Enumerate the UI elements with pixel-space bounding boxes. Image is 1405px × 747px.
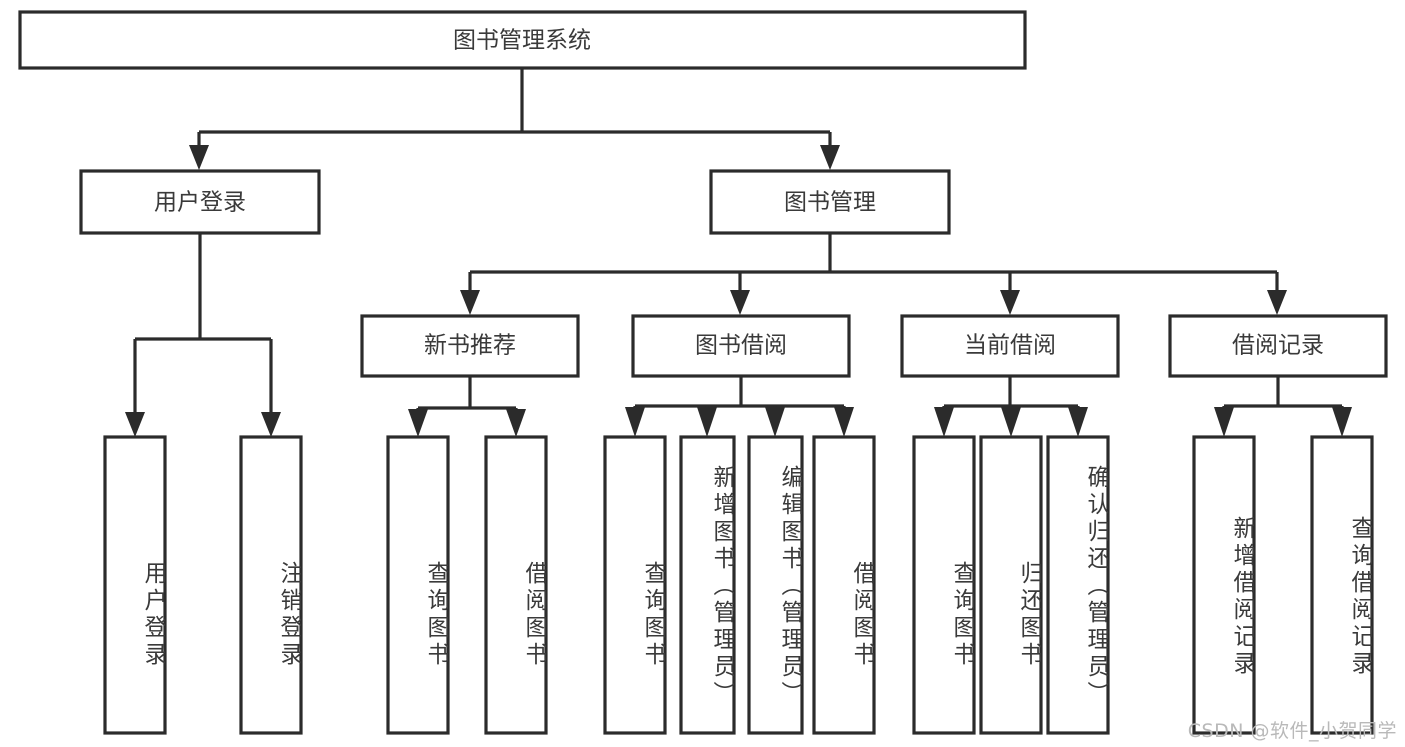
node-user-login[interactable]: 用户登录 <box>79 169 321 235</box>
arrow-head-leaf-cb1 <box>934 407 954 437</box>
node-current-borrow[interactable]: 当前借阅 <box>900 314 1120 378</box>
edge-book-borrow-to-leaves <box>625 376 854 437</box>
root-label: 图书管理系统 <box>453 28 591 54</box>
leaf-box-nb-query-book[interactable] <box>386 435 450 735</box>
leaf-box-bb-borrow-book[interactable] <box>812 435 876 735</box>
root-box[interactable] <box>18 10 1027 70</box>
edge-book-manage-to-level3 <box>460 233 1287 315</box>
current-borrow-label: 当前借阅 <box>964 333 1056 359</box>
arrow-head-leaf-bb3 <box>765 407 785 437</box>
arrow-head-leaf-nb1 <box>408 409 428 437</box>
leaf-box-bb-add-book[interactable] <box>679 435 736 735</box>
book-borrow-label: 图书借阅 <box>695 333 787 359</box>
current-borrow-box[interactable] <box>900 314 1120 378</box>
arrow-head-borrow-record <box>1267 290 1287 315</box>
arrow-head-leaf-bb1 <box>625 407 645 437</box>
node-borrow-record[interactable]: 借阅记录 <box>1168 314 1388 378</box>
edge-borrow-record-to-leaves <box>1214 376 1352 437</box>
leaf-box-br-add-record[interactable] <box>1192 435 1256 735</box>
node-root[interactable]: 图书管理系统 <box>18 10 1027 70</box>
user-login-box[interactable] <box>79 169 321 235</box>
arrow-head-user-login <box>189 145 209 170</box>
arrow-head-leaf-user-login <box>125 412 145 437</box>
user-login-label: 用户登录 <box>154 190 246 216</box>
leaf-box-bb-query-book[interactable] <box>603 435 667 735</box>
edge-user-login-to-leaves <box>125 233 281 437</box>
new-book-recommend-box[interactable] <box>360 314 580 378</box>
edge-new-book-to-leaves <box>408 376 526 437</box>
arrow-head-book-manage <box>820 145 840 170</box>
arrow-head-leaf-logout <box>261 412 281 437</box>
node-new-book-recommend[interactable]: 新书推荐 <box>360 314 580 378</box>
arrow-head-leaf-cb2 <box>1001 407 1021 437</box>
leaf-box-user-login[interactable] <box>103 435 167 735</box>
arrow-head-book-borrow <box>730 290 750 315</box>
arrow-head-current-borrow <box>1000 290 1020 315</box>
arrow-head-leaf-bb4 <box>834 407 854 437</box>
edge-current-borrow-to-leaves <box>934 376 1088 437</box>
edge-root-to-level2 <box>189 68 840 170</box>
arrow-head-leaf-br1 <box>1214 407 1234 437</box>
node-book-borrow[interactable]: 图书借阅 <box>631 314 851 378</box>
arrow-head-leaf-cb3 <box>1068 407 1088 437</box>
leaf-box-nb-borrow-book[interactable] <box>484 435 548 735</box>
arrow-head-leaf-bb2 <box>697 407 717 437</box>
node-book-manage[interactable]: 图书管理 <box>709 169 951 235</box>
arrow-head-leaf-br2 <box>1332 407 1352 437</box>
book-manage-label: 图书管理 <box>784 190 876 216</box>
leaf-box-cb-confirm-return[interactable] <box>1046 435 1110 735</box>
leaf-box-cb-return-book[interactable] <box>979 435 1043 735</box>
new-book-recommend-label: 新书推荐 <box>424 333 516 359</box>
borrow-record-label: 借阅记录 <box>1232 333 1324 359</box>
leaf-box-bb-edit-book[interactable] <box>747 435 804 735</box>
arrow-head-new-book <box>460 290 480 315</box>
leaf-box-cb-query-book[interactable] <box>912 435 976 735</box>
arrow-head-leaf-nb2 <box>506 409 526 437</box>
leaf-box-br-query-record[interactable] <box>1310 435 1374 735</box>
leaf-box-logout[interactable] <box>239 435 303 735</box>
